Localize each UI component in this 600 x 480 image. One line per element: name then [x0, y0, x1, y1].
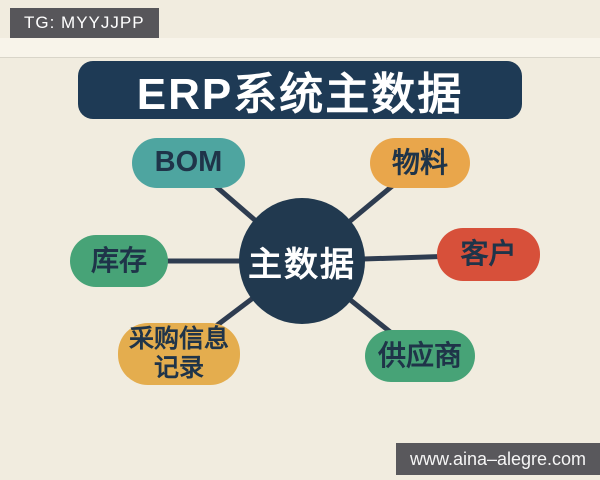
node-bom-label: BOM: [154, 146, 223, 179]
node-customer: 客户: [437, 228, 540, 281]
node-purchase-info-record: 采购信息 记录: [118, 323, 240, 385]
center-node-master-data: 主数据: [239, 198, 365, 324]
node-purchase-label-line2: 记录: [153, 354, 204, 382]
tg-watermark-label: TG: MYYJJPP: [24, 13, 145, 32]
node-inventory-label: 库存: [90, 244, 147, 276]
node-purchase-label-line1: 采购信息: [128, 325, 229, 354]
node-supplier-label: 供应商: [377, 339, 462, 371]
node-material: 物料: [370, 138, 470, 188]
node-inventory: 库存: [70, 235, 168, 287]
node-material-label: 物料: [391, 146, 448, 178]
tg-watermark-banner: TG: MYYJJPP: [10, 8, 159, 38]
node-bom: BOM: [132, 138, 245, 188]
node-supplier: 供应商: [365, 330, 475, 382]
site-watermark-label: www.aina–alegre.com: [409, 448, 587, 469]
top-light-band: [0, 38, 600, 58]
diagram-title: ERP系统主数据: [136, 70, 464, 119]
diagram-title-bar: ERP系统主数据: [78, 61, 522, 119]
node-customer-label: 客户: [460, 238, 517, 270]
site-watermark-banner: www.aina–alegre.com: [396, 443, 600, 475]
center-node-label: 主数据: [248, 245, 356, 284]
